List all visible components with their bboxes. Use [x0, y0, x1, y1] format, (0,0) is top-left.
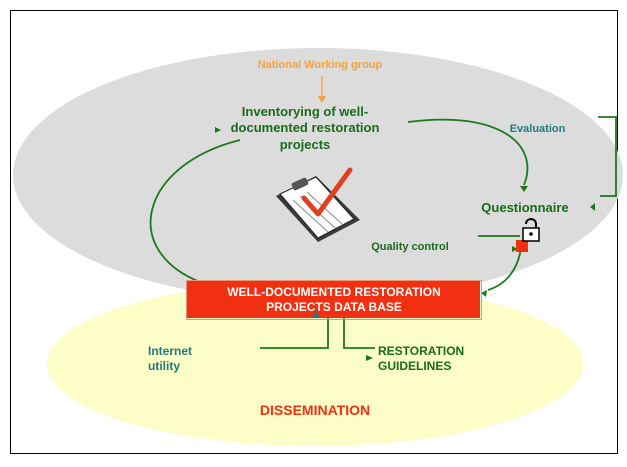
- padlock-icon: [522, 218, 540, 242]
- restoration-guidelines-label: RESTORATION GUIDELINES: [378, 344, 465, 373]
- internet-utility-connector: [260, 318, 329, 349]
- questionnaire-label: Questionnaire: [481, 200, 569, 215]
- database-box: [186, 280, 480, 318]
- red-marker: [516, 240, 528, 252]
- database-label-box: WELL-DOCUMENTED RESTORATION PROJECTS DAT…: [186, 280, 482, 320]
- dissemination-ellipse: [47, 282, 583, 446]
- national-working-group-label: National Working group: [257, 59, 383, 71]
- evaluation-bracket: [598, 116, 617, 197]
- process-ellipse: [13, 48, 623, 302]
- inventorying-label: Inventorying of well- documented restora…: [230, 104, 380, 152]
- inventory-to-questionnaire-arrow: [407, 118, 529, 186]
- quality-control-label: Quality control: [371, 241, 449, 253]
- dissemination-label: DISSEMINATION: [259, 402, 371, 418]
- database-label: WELL-DOCUMENTED RESTORATION PROJECTS DAT…: [227, 285, 441, 314]
- left-loop-arrow: [149, 139, 241, 283]
- clipboard-checkmark-icon: [276, 167, 360, 242]
- evaluation-label: Evaluation: [509, 123, 566, 135]
- guidelines-connector: [343, 318, 375, 349]
- internet-utility-label: Internet utility: [148, 344, 193, 373]
